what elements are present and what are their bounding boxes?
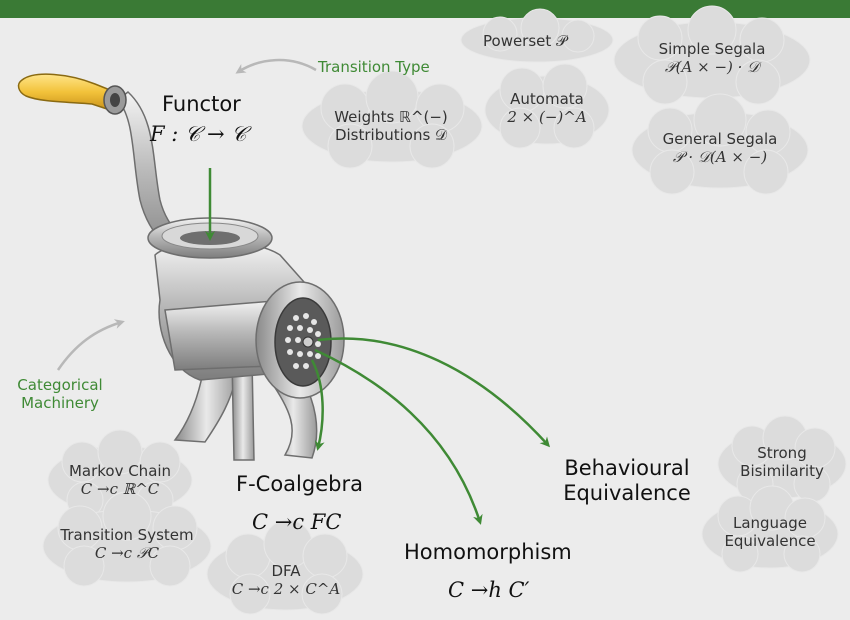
transition-type-label: Transition Type (318, 58, 430, 76)
cloud-label-strong-bisimilarity: Strong Bisimilarity (722, 444, 842, 480)
arrow-categorical-machinery (58, 322, 122, 370)
simple-segala-formula: 𝒫(A × −) · 𝒟 (628, 58, 796, 76)
strong-line: Strong (722, 444, 842, 462)
arrow-transition-type (238, 60, 316, 72)
coalgebra-title: F-Coalgebra (236, 472, 363, 497)
distributions-name: Distributions 𝒟 (318, 126, 464, 144)
markov-chain-name: Markov Chain (50, 462, 190, 480)
language-line: Language (708, 514, 832, 532)
equivalence-line: Equivalence (708, 532, 832, 550)
homomorphism-title: Homomorphism (404, 540, 572, 565)
functor-title: Functor (162, 92, 241, 117)
functor-math: F : 𝒞 → 𝒞 (150, 122, 247, 147)
cloud-label-markov-chain: Markov Chain C →c ℝ^C (50, 462, 190, 498)
transition-system-name: Transition System (46, 526, 208, 544)
cloud-label-language-equivalence: Language Equivalence (708, 514, 832, 550)
weights-name: Weights ℝ^(−) (318, 108, 464, 126)
general-segala-name: General Segala (640, 130, 800, 148)
cloud-label-general-segala: General Segala 𝒫 · 𝒟(A × −) (640, 130, 800, 166)
cloud-label-dfa: DFA C →c 2 × C^A (212, 562, 360, 598)
cloud-label-simple-segala: Simple Segala 𝒫(A × −) · 𝒟 (628, 40, 796, 76)
behavioural-line1: Behavioural (552, 456, 702, 481)
automata-name: Automata (498, 90, 596, 108)
bisimilarity-line: Bisimilarity (722, 462, 842, 480)
categorical-line2: Machinery (8, 394, 112, 412)
automata-formula: 2 × (−)^A (498, 108, 596, 126)
homomorphism-math: C →h C′ (448, 578, 529, 603)
dfa-formula: C →c 2 × C^A (212, 580, 360, 598)
behavioural-equivalence-label: Behavioural Equivalence (552, 456, 702, 506)
dfa-name: DFA (212, 562, 360, 580)
cloud-label-transition-system: Transition System C →c 𝒫C (46, 526, 208, 562)
markov-chain-formula: C →c ℝ^C (50, 480, 190, 498)
transition-system-formula: C →c 𝒫C (46, 544, 208, 562)
simple-segala-name: Simple Segala (628, 40, 796, 58)
cloud-label-powerset: Powerset 𝒫 (483, 32, 567, 50)
general-segala-formula: 𝒫 · 𝒟(A × −) (640, 148, 800, 166)
categorical-line1: Categorical (8, 376, 112, 394)
coalgebra-math: C →c FC (252, 510, 341, 535)
cloud-label-automata: Automata 2 × (−)^A (498, 90, 596, 126)
behavioural-line2: Equivalence (552, 481, 702, 506)
arrow-to-behavioural-equivalence (318, 338, 548, 445)
categorical-machinery-label: Categorical Machinery (8, 376, 112, 412)
cloud-label-weights: Weights ℝ^(−) Distributions 𝒟 (318, 108, 464, 144)
